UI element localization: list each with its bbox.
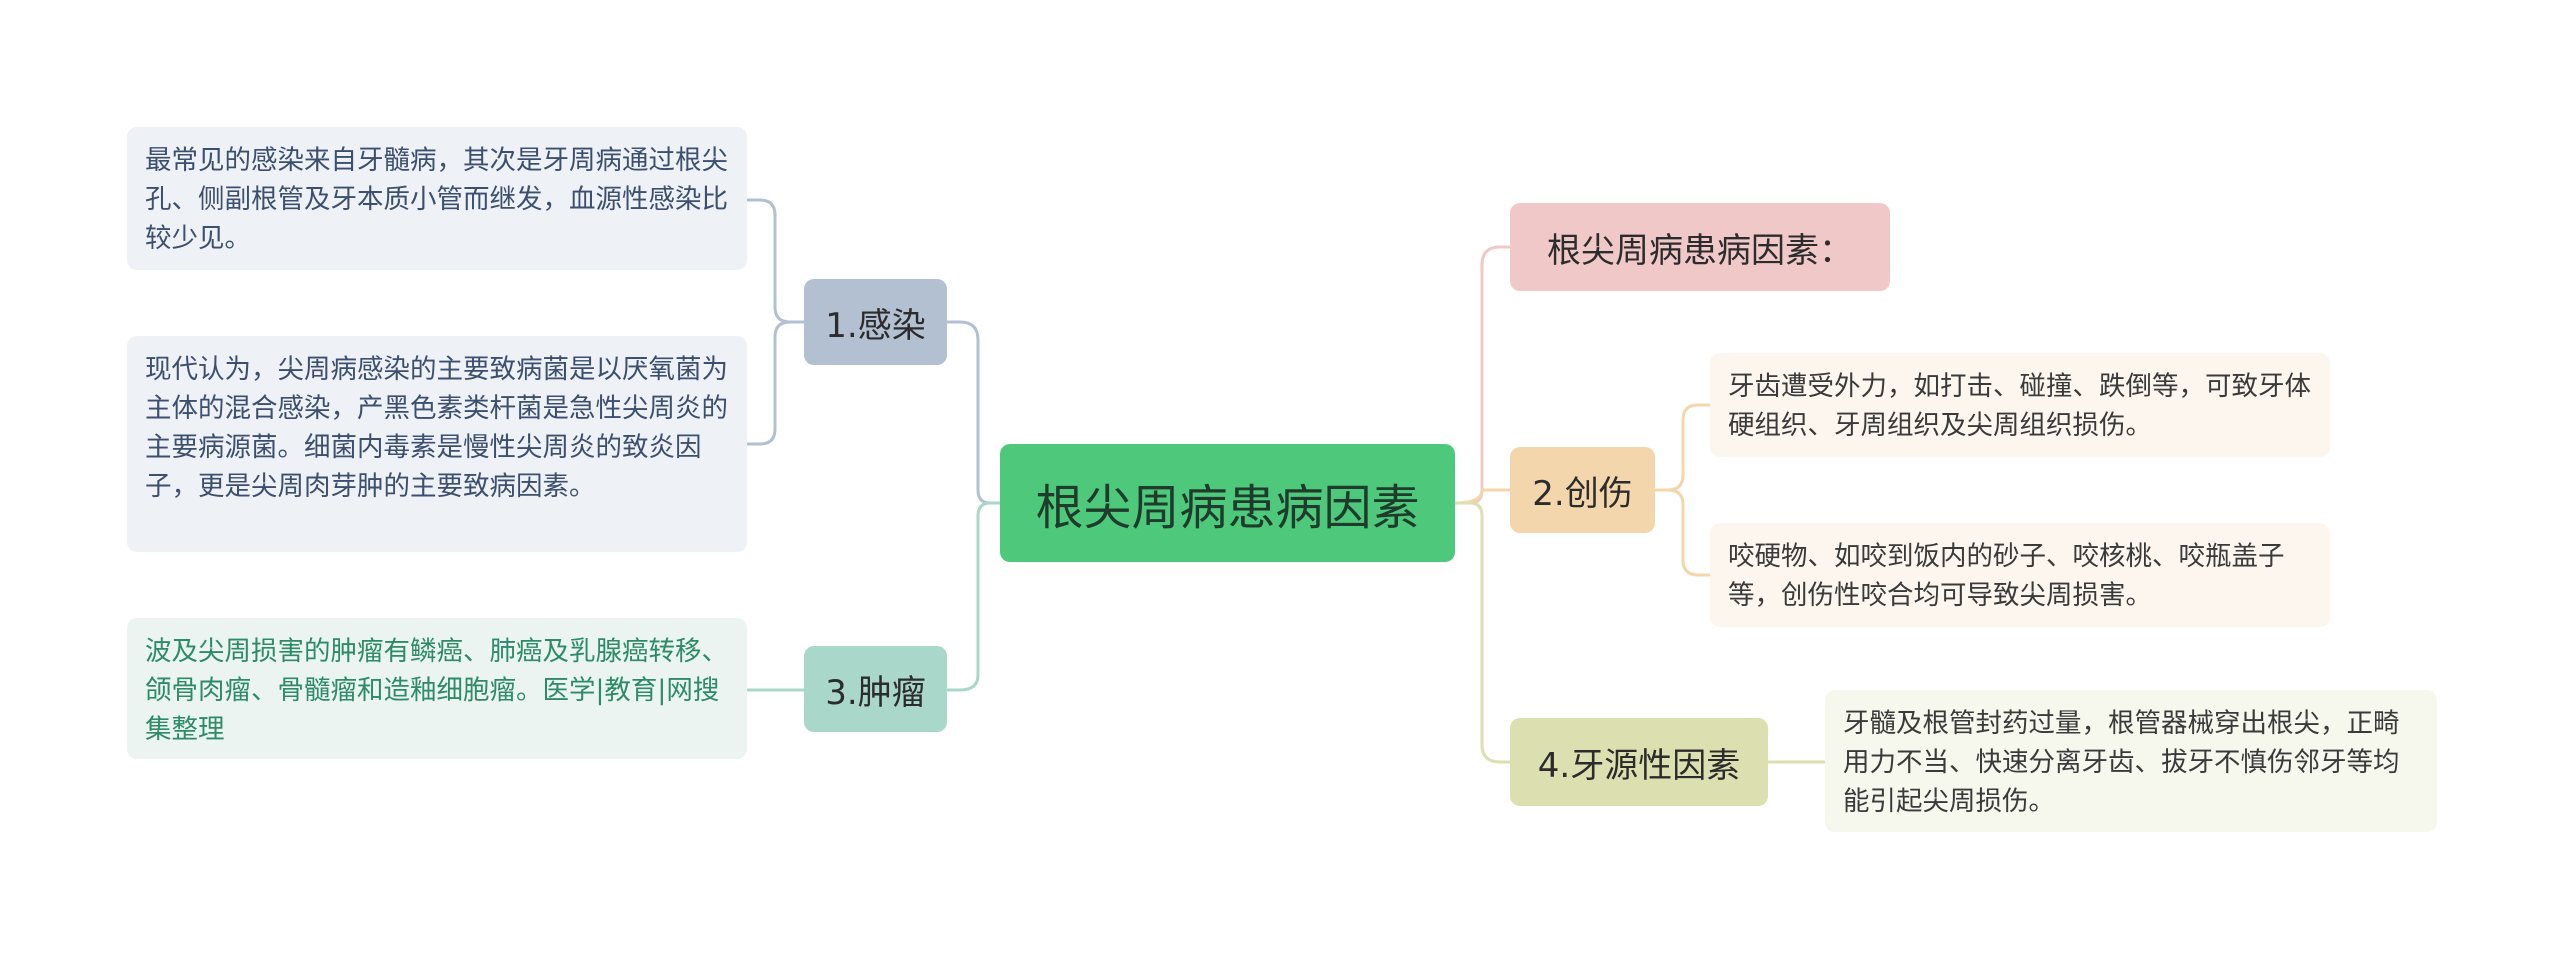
leaf-tumor-1[interactable]: 波及尖周损害的肿瘤有鳞癌、肺癌及乳腺癌转移、颌骨肉瘤、骨髓瘤和造釉细胞瘤。医学|… [127,618,747,759]
branch-trauma[interactable]: 2.创伤 [1510,447,1655,533]
branch-trauma-label: 2.创伤 [1532,473,1633,514]
branch-iatrogenic-label: 4.牙源性因素 [1537,745,1741,786]
connector-center-tumor [943,501,1002,692]
connector-trauma-leaf-2 [1653,488,1712,577]
branch-infection-label: 1.感染 [825,305,926,346]
leaf-iatrogenic-1-text: 牙髓及根管封药过量，根管器械穿出根尖，正畸用力不当、快速分离牙齿、拔牙不慎伤邻牙… [1843,708,2400,817]
branch-tumor-label: 3.肿瘤 [825,672,926,713]
leaf-infection-2-text: 现代认为，尖周病感染的主要致病菌是以厌氧菌为主体的混合感染，产黑色素类杆菌是急性… [145,354,728,502]
connector-center-header [1453,245,1512,505]
central-topic-label: 根尖周病患病因素 [1035,480,1420,536]
branch-iatrogenic[interactable]: 4.牙源性因素 [1510,718,1768,806]
leaf-infection-1[interactable]: 最常见的感染来自牙髓病，其次是牙周病通过根尖孔、侧副根管及牙本质小管而继发，血源… [127,127,747,270]
branch-infection[interactable]: 1.感染 [804,279,947,365]
connector-trauma-leaf-1 [1653,403,1712,492]
header-node[interactable]: 根尖周病患病因素： [1510,203,1890,291]
leaf-trauma-1-text: 牙齿遭受外力，如打击、碰撞、跌倒等，可致牙体硬组织、牙周组织及尖周组织损伤。 [1728,371,2311,441]
header-node-label: 根尖周病患病因素： [1547,230,1853,271]
connector-infection-leaf-2 [746,320,806,446]
leaf-tumor-1-text: 波及尖周损害的肿瘤有鳞癌、肺癌及乳腺癌转移、颌骨肉瘤、骨髓瘤和造釉细胞瘤。医学|… [145,636,728,745]
leaf-iatrogenic-1[interactable]: 牙髓及根管封药过量，根管器械穿出根尖，正畸用力不当、快速分离牙齿、拔牙不慎伤邻牙… [1825,690,2437,832]
leaf-trauma-1[interactable]: 牙齿遭受外力，如打击、碰撞、跌倒等，可致牙体硬组织、牙周组织及尖周组织损伤。 [1710,353,2330,457]
leaf-infection-2[interactable]: 现代认为，尖周病感染的主要致病菌是以厌氧菌为主体的混合感染，产黑色素类杆菌是急性… [127,336,747,552]
connector-infection-leaf-1 [746,198,806,324]
branch-tumor[interactable]: 3.肿瘤 [804,646,947,732]
connector-center-infection [943,320,1002,505]
leaf-trauma-2-text: 咬硬物、如咬到饭内的砂子、咬核桃、咬瓶盖子等，创伤性咬合均可导致尖周损害。 [1728,541,2285,611]
connector-center-iatrogenic [1453,501,1512,764]
leaf-trauma-2[interactable]: 咬硬物、如咬到饭内的砂子、咬核桃、咬瓶盖子等，创伤性咬合均可导致尖周损害。 [1710,523,2330,627]
leaf-infection-1-text: 最常见的感染来自牙髓病，其次是牙周病通过根尖孔、侧副根管及牙本质小管而继发，血源… [145,145,728,254]
central-topic[interactable]: 根尖周病患病因素 [1000,444,1455,562]
